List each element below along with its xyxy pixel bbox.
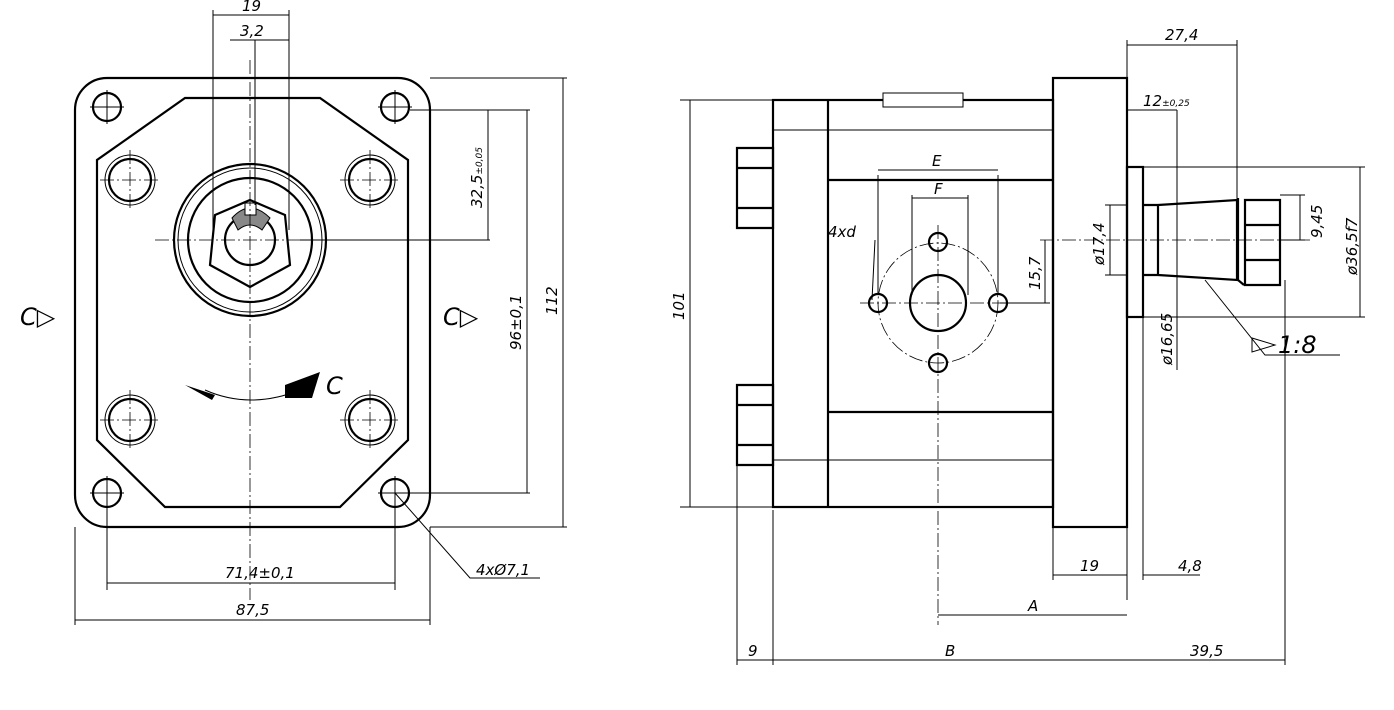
dim-port-inner: F [934,180,943,198]
nameplate [882,92,964,108]
dim-height: 101 [670,291,688,320]
dim-plate-height: 112 [543,286,561,315]
flange [1051,76,1129,529]
dim-plate-width: 87,5 [236,601,269,619]
dim-holes: 4xØ7,1 [476,561,530,579]
shaft [1040,165,1310,319]
rotation-arrow-icon [185,372,320,401]
dim-pilot-dia: ø36,5f7 [1343,217,1361,276]
dim-total-shaft: 39,5 [1190,642,1223,660]
mounting-holes [90,90,412,510]
tie-rod-nuts [735,146,775,467]
side-dimension-lines [680,40,1365,665]
dim-hole-vertical: 96±0,1 [507,294,525,350]
dim-port-offset: 15,7 [1026,256,1044,290]
body-bolts [100,150,400,450]
dim-shaft-height: 32,5±0,05 [468,147,486,208]
taper-symbol-icon [1251,337,1277,353]
dim-taper-start: 12±0,25 [1143,92,1190,110]
front-view: C C▷ C▷ 19 3,2 32,5±0,05 96±0,1 112 71,4… [20,0,567,625]
port [860,225,1015,625]
rotation-label: C [326,372,343,400]
side-view: 101 27,4 12±0,25 E F 4xd 15,7 ø17,4 9,45… [670,26,1365,665]
dim-key-width: 3,2 [240,22,264,40]
dim-flange-thickness: 19 [1080,557,1099,575]
dim-shaft-length: 27,4 [1165,26,1198,44]
dim-port-threads: 4xd [828,223,856,241]
dim-shaft-dia: ø17,4 [1090,222,1108,266]
section-mark-left: C▷ [20,303,56,331]
body-outline [95,96,410,509]
mounting-plate [73,76,432,529]
section-mark-right: C▷ [443,303,479,331]
dim-b: B [945,642,955,660]
dim-taper: 1:8 [1278,331,1317,359]
front-dimension-lines [74,10,567,625]
dim-shaft-width: 19 [242,0,261,15]
dim-nut-offset: 9 [748,642,758,660]
dim-thread-offset: 9,45 [1308,205,1326,238]
dim-hole-horizontal: 71,4±0,1 [225,564,295,582]
dim-taper-dia: ø16,65 [1158,313,1176,366]
dim-port-outer: E [932,152,942,170]
dim-a: A [1027,597,1038,615]
dim-pilot-length: 4,8 [1178,557,1202,575]
center-lines [155,60,330,600]
